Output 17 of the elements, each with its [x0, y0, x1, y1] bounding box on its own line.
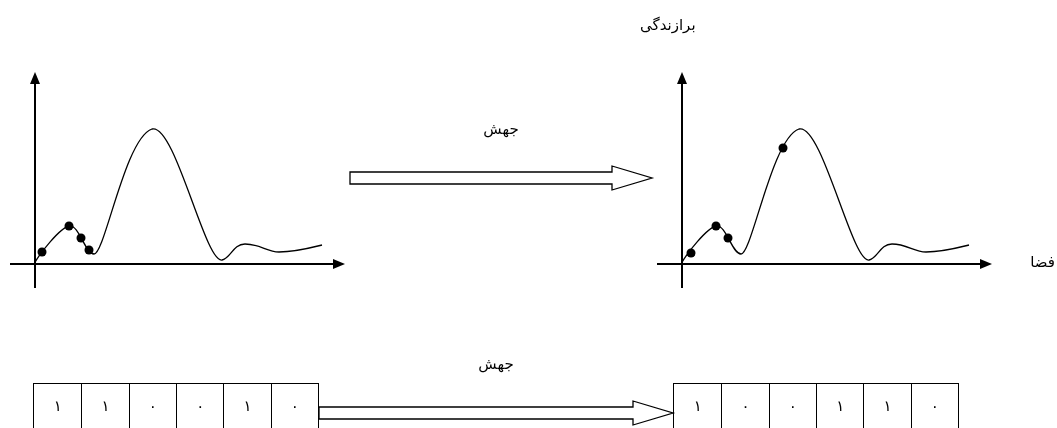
bit-string: [673, 383, 959, 428]
axis-label: برازندگی: [640, 16, 696, 34]
bit-cell: ٠: [910, 384, 958, 428]
bit-cell: ٠: [128, 384, 176, 428]
bit-cell: ١: [223, 384, 271, 428]
bit-cell: ٠: [270, 384, 318, 428]
hollow-arrow: [318, 400, 676, 426]
bit-cell: ١: [674, 384, 722, 428]
bit-cell: ٠: [176, 384, 224, 428]
bit-cell: ١: [863, 384, 911, 428]
bit-cell: ١: [816, 384, 864, 428]
bit-string: [33, 383, 319, 428]
bit-cell: ٠: [768, 384, 816, 428]
bit-cell: ١: [34, 384, 82, 428]
bit-cell: ١: [81, 384, 129, 428]
bit-cell: ٠: [721, 384, 769, 428]
hollow-arrow: [349, 165, 655, 191]
